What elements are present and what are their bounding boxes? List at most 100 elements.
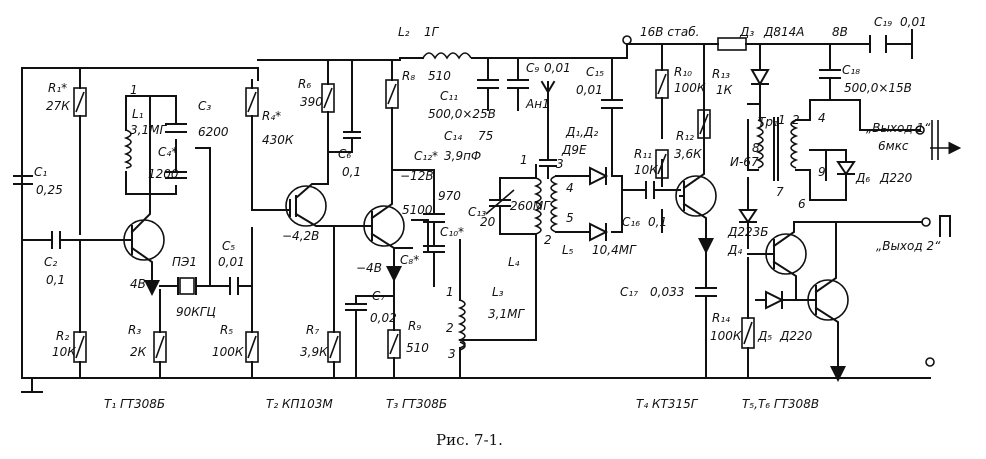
label-l4-value: 260МГ	[510, 199, 551, 213]
label-c11: C₁₁	[440, 89, 458, 103]
label-t2: T₂ КП103М	[266, 397, 333, 411]
label-w5: 5	[566, 211, 574, 225]
label-n1: 1	[130, 83, 138, 97]
label-c9-value: 0,01	[544, 61, 571, 75]
c15	[601, 57, 623, 177]
stage-t1	[13, 67, 253, 379]
label-r9-value: 510	[406, 341, 429, 355]
label-r12: R₁₂	[676, 129, 694, 143]
label-c8: C₈*	[400, 253, 419, 267]
label-i67: И-67	[730, 155, 759, 169]
label-c12: C₁₂*	[414, 149, 438, 163]
label-d12-value: Д9Е	[561, 143, 587, 157]
label-l4: L₄	[508, 255, 520, 269]
label-r11: R₁₁	[634, 147, 652, 161]
ground-rail	[21, 377, 931, 393]
label-c16: C₁₆	[622, 215, 640, 229]
label-r2: R₂	[56, 329, 69, 343]
label-r5: R₅	[220, 323, 233, 337]
label-c15-value: 0,01	[576, 83, 603, 97]
label-d6-value: Д220	[879, 171, 913, 185]
label-c10-value: 970	[438, 189, 461, 203]
label-c12-value: 3,9пФ	[444, 149, 481, 163]
label-r14-value: 100К	[710, 329, 742, 343]
label-tr2: 2	[792, 113, 800, 127]
label-c2-value: 0,1	[46, 273, 65, 287]
label-r9: R₉	[408, 319, 421, 333]
label-r4-value: 430К	[262, 133, 294, 147]
label-w2: 2	[544, 233, 552, 247]
label-l3-tap-1: 1	[446, 285, 454, 299]
label-l1: L₁	[132, 107, 144, 121]
label-t2-voltage: −4,2В	[282, 229, 319, 243]
label-c18: C₁₈	[842, 63, 860, 77]
stage-t2	[245, 59, 367, 379]
label-c15: C₁₅	[586, 65, 604, 79]
stage-t3	[345, 59, 461, 379]
label-an1: Ан1	[525, 97, 550, 111]
label-r2-value: 10К	[52, 345, 76, 359]
label-r7: R₇	[306, 323, 319, 337]
label-r5-value: 100К	[212, 345, 244, 359]
label-l3-tap-2: 2	[446, 321, 454, 335]
label-r4: R₄*	[262, 109, 281, 123]
label-r3: R₃	[128, 323, 141, 337]
label-c13: C₁₃	[468, 205, 486, 219]
label-tr6: 6	[798, 197, 806, 211]
supply-8v	[717, 29, 913, 105]
label-c6-value: 0,1	[342, 165, 361, 179]
label-c18-value: 500,0×15В	[844, 81, 912, 95]
label-d3-value: Д814А	[763, 25, 805, 39]
label-supply-16v: 16В стаб.	[640, 25, 699, 39]
label-c4-value: 1200	[148, 167, 179, 181]
label-tr1: Тр₁	[758, 115, 778, 129]
label-r1: R₁*	[48, 81, 67, 95]
label-r13-value: 1К	[716, 83, 733, 97]
terminals	[622, 35, 951, 367]
label-r6-value: 390	[300, 95, 323, 109]
label-pe1-value: 90КГЦ	[176, 305, 216, 319]
label-c6: C₆	[338, 147, 351, 161]
label-d5-value: Д220	[779, 329, 813, 343]
label-r8: R₈	[402, 69, 415, 83]
label-c17-value: 0,033	[650, 285, 684, 299]
label-c1-value: 0,25	[36, 183, 63, 197]
label-output-1: „Выход 1“	[866, 121, 931, 135]
stage-t5-t6	[747, 221, 923, 382]
label-supply-8v: 8В	[832, 25, 848, 39]
label-c10: C₁₀*	[440, 225, 464, 239]
label-minus-12v: −12В	[400, 169, 434, 183]
label-c1: C₁	[34, 165, 47, 179]
label-d4: Д₄	[727, 243, 742, 257]
label-l5: L₅	[562, 243, 574, 257]
label-c11-value: 500,0×25В	[428, 107, 496, 121]
label-r14: R₁₄	[712, 311, 730, 325]
label-r10: R₁₀	[674, 65, 692, 79]
label-d6: Д₆	[855, 171, 870, 185]
label-l2-value: 1Г	[424, 25, 440, 39]
label-c7: C₇	[372, 289, 385, 303]
label-c2: C₂	[44, 255, 57, 269]
label-r10-value: 100К	[674, 81, 706, 95]
label-t4: T₄ КТ315Г	[636, 397, 699, 411]
label-output-1-note: 6мкс	[878, 139, 909, 153]
label-l3-tap-3: 3	[448, 347, 456, 361]
label-tr7: 7	[776, 185, 784, 199]
label-pe1: ПЭ1	[172, 255, 197, 269]
l2-c11-c9	[422, 52, 529, 111]
label-d4-value: Д223Б	[727, 225, 769, 239]
label-output-2: „Выход 2“	[876, 239, 941, 253]
label-r12-value: 3,6К	[674, 147, 702, 161]
label-r3-value: 2К	[130, 345, 147, 359]
label-tr4: 4	[818, 111, 826, 125]
label-c4: C₄*	[158, 145, 177, 159]
label-d3: Д₃	[739, 25, 754, 39]
label-r1-value: 27К	[46, 99, 70, 113]
label-l3-value: 3,1МГ	[488, 307, 525, 321]
label-c5-value: 0,01	[218, 255, 245, 269]
output-1	[809, 99, 958, 201]
label-t1-voltage: 4В	[130, 277, 146, 291]
label-r7-value: 3,9К	[300, 345, 328, 359]
label-c16-value: 0,1	[648, 215, 667, 229]
label-r13: R₁₃	[712, 67, 730, 81]
